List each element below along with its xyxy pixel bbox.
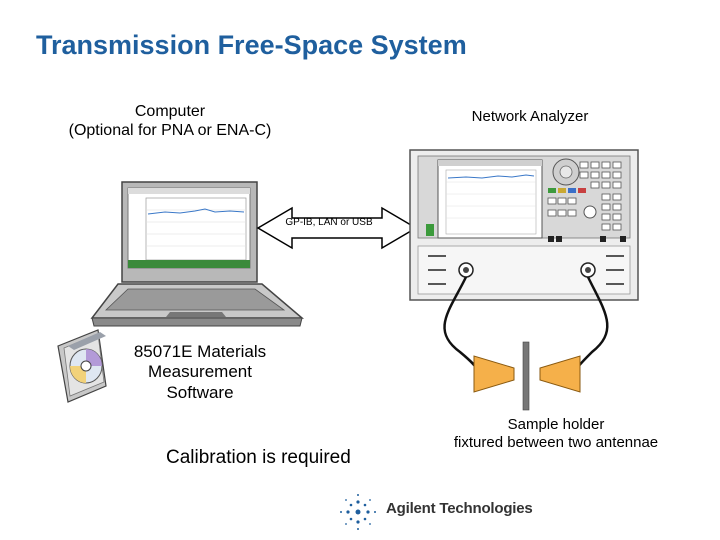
sample-holder-label: Sample holder fixtured between two anten… xyxy=(396,416,716,452)
antenna-left xyxy=(473,355,515,393)
computer-label-line2: (Optional for PNA or ENA-C) xyxy=(68,122,272,140)
sample-holder-line1: Sample holder xyxy=(507,416,605,433)
network-analyzer-label: Network Analyzer xyxy=(471,108,589,125)
software-label: 85071E Materials Measurement Software xyxy=(114,342,286,403)
calibration-note: Calibration is required xyxy=(166,447,351,468)
software-label-line1: 85071E Materials xyxy=(133,342,267,361)
sample-under-test xyxy=(522,341,530,411)
agilent-spark-icon xyxy=(340,494,376,530)
page-title: Transmission Free-Space System xyxy=(36,30,467,60)
software-label-line3: Software xyxy=(166,382,234,402)
software-cd-icon xyxy=(57,329,107,403)
antenna-right xyxy=(539,355,581,393)
sample-holder-line2: fixtured between two antennae xyxy=(453,434,659,451)
laptop-illustration xyxy=(90,181,305,327)
computer-label: Computer (Optional for PNA or ENA-C) xyxy=(40,102,300,140)
software-label-line2: Measurement xyxy=(148,362,252,382)
agilent-logo-text: Agilent Technologies xyxy=(386,500,533,517)
connection-label: GP-IB, LAN or USB xyxy=(285,217,373,228)
network-analyzer-illustration xyxy=(409,149,639,301)
computer-label-line1: Computer xyxy=(134,103,206,120)
